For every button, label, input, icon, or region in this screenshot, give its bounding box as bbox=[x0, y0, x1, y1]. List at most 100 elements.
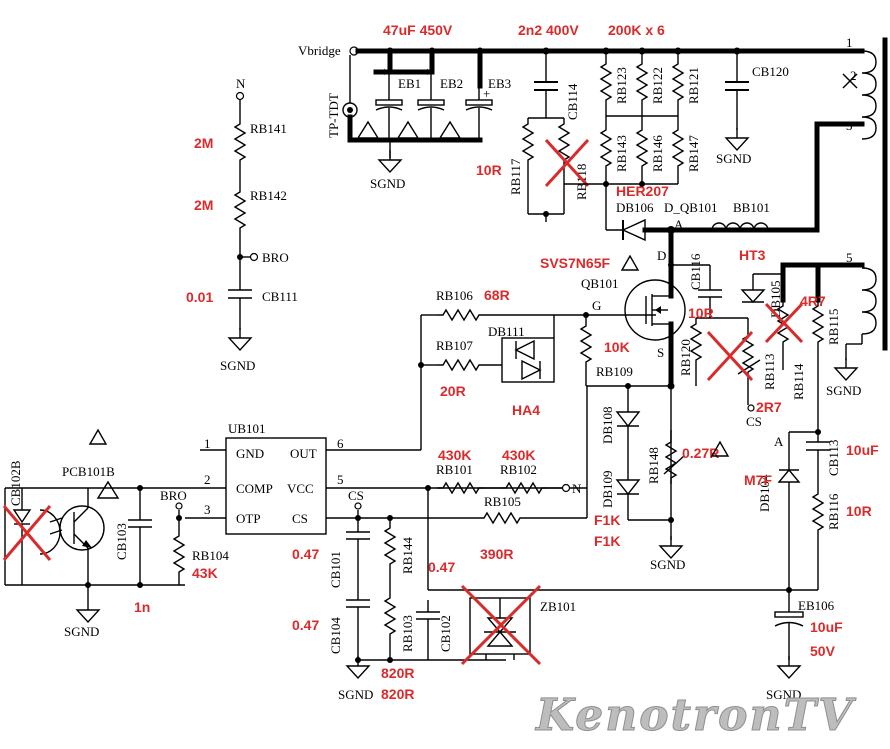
rb113-value: 2R7 bbox=[756, 399, 782, 415]
ic-pin-num-5: 5 bbox=[337, 472, 344, 487]
a-net: A bbox=[674, 217, 684, 232]
rb120-value: 10R bbox=[688, 305, 714, 321]
s-pin: S bbox=[657, 345, 664, 360]
warning-icon bbox=[88, 428, 108, 445]
gate-drive bbox=[418, 309, 668, 450]
svg-text:+: + bbox=[424, 64, 431, 79]
vcc-supply bbox=[428, 429, 830, 679]
ic-pin-vcc: VCC bbox=[287, 481, 314, 496]
transformer-pin-5: 5 bbox=[846, 250, 853, 265]
db105-value: HT3 bbox=[739, 247, 766, 263]
rb122-ref: RB122 bbox=[650, 67, 665, 104]
db104-ref: DB104 bbox=[757, 474, 772, 512]
cb102-value: 0.47 bbox=[428, 559, 455, 575]
cb120-ref: CB120 bbox=[752, 64, 789, 79]
warning-icon bbox=[710, 440, 730, 457]
eb1-ref: EB1 bbox=[398, 76, 421, 91]
rb120-ref: RB120 bbox=[678, 339, 693, 376]
rb118-ref: RB118 bbox=[574, 164, 589, 200]
rb115-value: 4R7 bbox=[800, 293, 826, 309]
rb101-ref: RB101 bbox=[436, 462, 473, 477]
cb111-ref: CB111 bbox=[262, 289, 298, 304]
rb114-ref: RB114 bbox=[791, 363, 806, 400]
tp-tdt-testpoint[interactable] bbox=[342, 55, 358, 143]
n-net: N bbox=[572, 481, 582, 496]
eb106-volt-value: 50V bbox=[810, 643, 836, 659]
rb142-value: 2M bbox=[194, 197, 213, 213]
eb3-ref: EB3 bbox=[488, 76, 511, 91]
cs-net: CS bbox=[348, 488, 364, 503]
eb106-cap-value: 10uF bbox=[810, 619, 843, 635]
eb106-ref: EB106 bbox=[798, 598, 835, 613]
cb111-value: 0.01 bbox=[186, 289, 213, 305]
sgnd-label: SGND bbox=[826, 383, 861, 398]
rb102-value: 430K bbox=[502, 447, 535, 463]
cb114-ref: CB114 bbox=[565, 83, 580, 120]
rb141-value: 2M bbox=[194, 135, 213, 151]
ic-pin-num-3: 3 bbox=[204, 502, 211, 517]
qb101-mosfet bbox=[624, 227, 686, 520]
removed-mark bbox=[706, 330, 754, 382]
removed-mark bbox=[544, 138, 590, 188]
db106-ref: DB106 bbox=[616, 200, 654, 215]
ic-pin-num-2: 2 bbox=[204, 472, 211, 487]
cb116-ref: CB116 bbox=[688, 253, 703, 290]
transformer bbox=[668, 37, 888, 381]
sgnd-label: SGND bbox=[370, 176, 405, 191]
ic-pin-otp: OTP bbox=[236, 511, 261, 526]
ic-pin-cs: CS bbox=[292, 511, 308, 526]
ic-pin-comp: COMP bbox=[236, 481, 273, 496]
vbridge-label: Vbridge bbox=[298, 43, 341, 58]
rb107-value: 20R bbox=[440, 383, 466, 399]
bro-net: BRO bbox=[262, 250, 289, 265]
rb101-value: 430K bbox=[438, 447, 471, 463]
rb146-ref: RB146 bbox=[650, 135, 665, 172]
sgnd-label: SGND bbox=[220, 358, 255, 373]
rb116-value: 10R bbox=[846, 503, 872, 519]
ic-pin-gnd: GND bbox=[236, 446, 264, 461]
bro-divider bbox=[228, 91, 259, 351]
zb101-ref: ZB101 bbox=[540, 599, 576, 614]
rb148-ref: RB148 bbox=[646, 447, 661, 484]
snubber-network bbox=[522, 51, 570, 222]
cb102-ref: CB102 bbox=[438, 615, 453, 652]
rb142-ref: RB142 bbox=[250, 188, 287, 203]
rb116-ref: RB116 bbox=[826, 493, 841, 530]
db109-value: F1K bbox=[594, 533, 620, 549]
cb103-ref: CB103 bbox=[114, 523, 129, 560]
eb-value: 47uF 450V bbox=[383, 22, 453, 38]
qb101-ref: QB101 bbox=[581, 276, 619, 291]
rb102-ref: RB102 bbox=[500, 462, 537, 477]
rb117-value: 10R bbox=[476, 162, 502, 178]
rb117-ref: RB117 bbox=[508, 158, 523, 195]
rb121-ref: RB121 bbox=[686, 67, 701, 104]
rb107-ref: RB107 bbox=[436, 338, 473, 353]
bulk-capacitors: +++ bbox=[347, 48, 493, 158]
rb143-ref: RB143 bbox=[614, 135, 629, 172]
n-net: N bbox=[236, 76, 246, 91]
rb105-value: 390R bbox=[480, 546, 513, 562]
zb101-tvs bbox=[460, 584, 542, 666]
transformer-pin-2: 2 bbox=[850, 68, 857, 83]
sgnd-label: SGND bbox=[716, 151, 751, 166]
cb113-ref: CB113 bbox=[826, 440, 841, 476]
vbridge-rail bbox=[349, 46, 852, 56]
aux-winding bbox=[740, 262, 824, 432]
cb101-value: 0.47 bbox=[292, 546, 319, 562]
vcc-start-and-cs bbox=[346, 386, 588, 679]
d-qb101-net: D_QB101 bbox=[664, 200, 717, 215]
db111-value: HA4 bbox=[512, 402, 540, 418]
cs-sense bbox=[615, 383, 685, 559]
sgnd-label: SGND bbox=[64, 624, 99, 639]
cb103-value: 1n bbox=[134, 599, 150, 615]
optocoupler bbox=[2, 480, 185, 623]
sgnd-label: SGND bbox=[338, 687, 373, 702]
db108-value: F1K bbox=[594, 512, 620, 528]
ic-pin-out: OUT bbox=[290, 446, 317, 461]
watermark: KenotronTV bbox=[534, 690, 856, 741]
cb102b-ref: CB102B bbox=[8, 460, 23, 506]
rb113-ref: RB113 bbox=[762, 354, 777, 390]
rb12x-value: 200K x 6 bbox=[608, 22, 665, 38]
rb106-value: 68R bbox=[484, 287, 510, 303]
